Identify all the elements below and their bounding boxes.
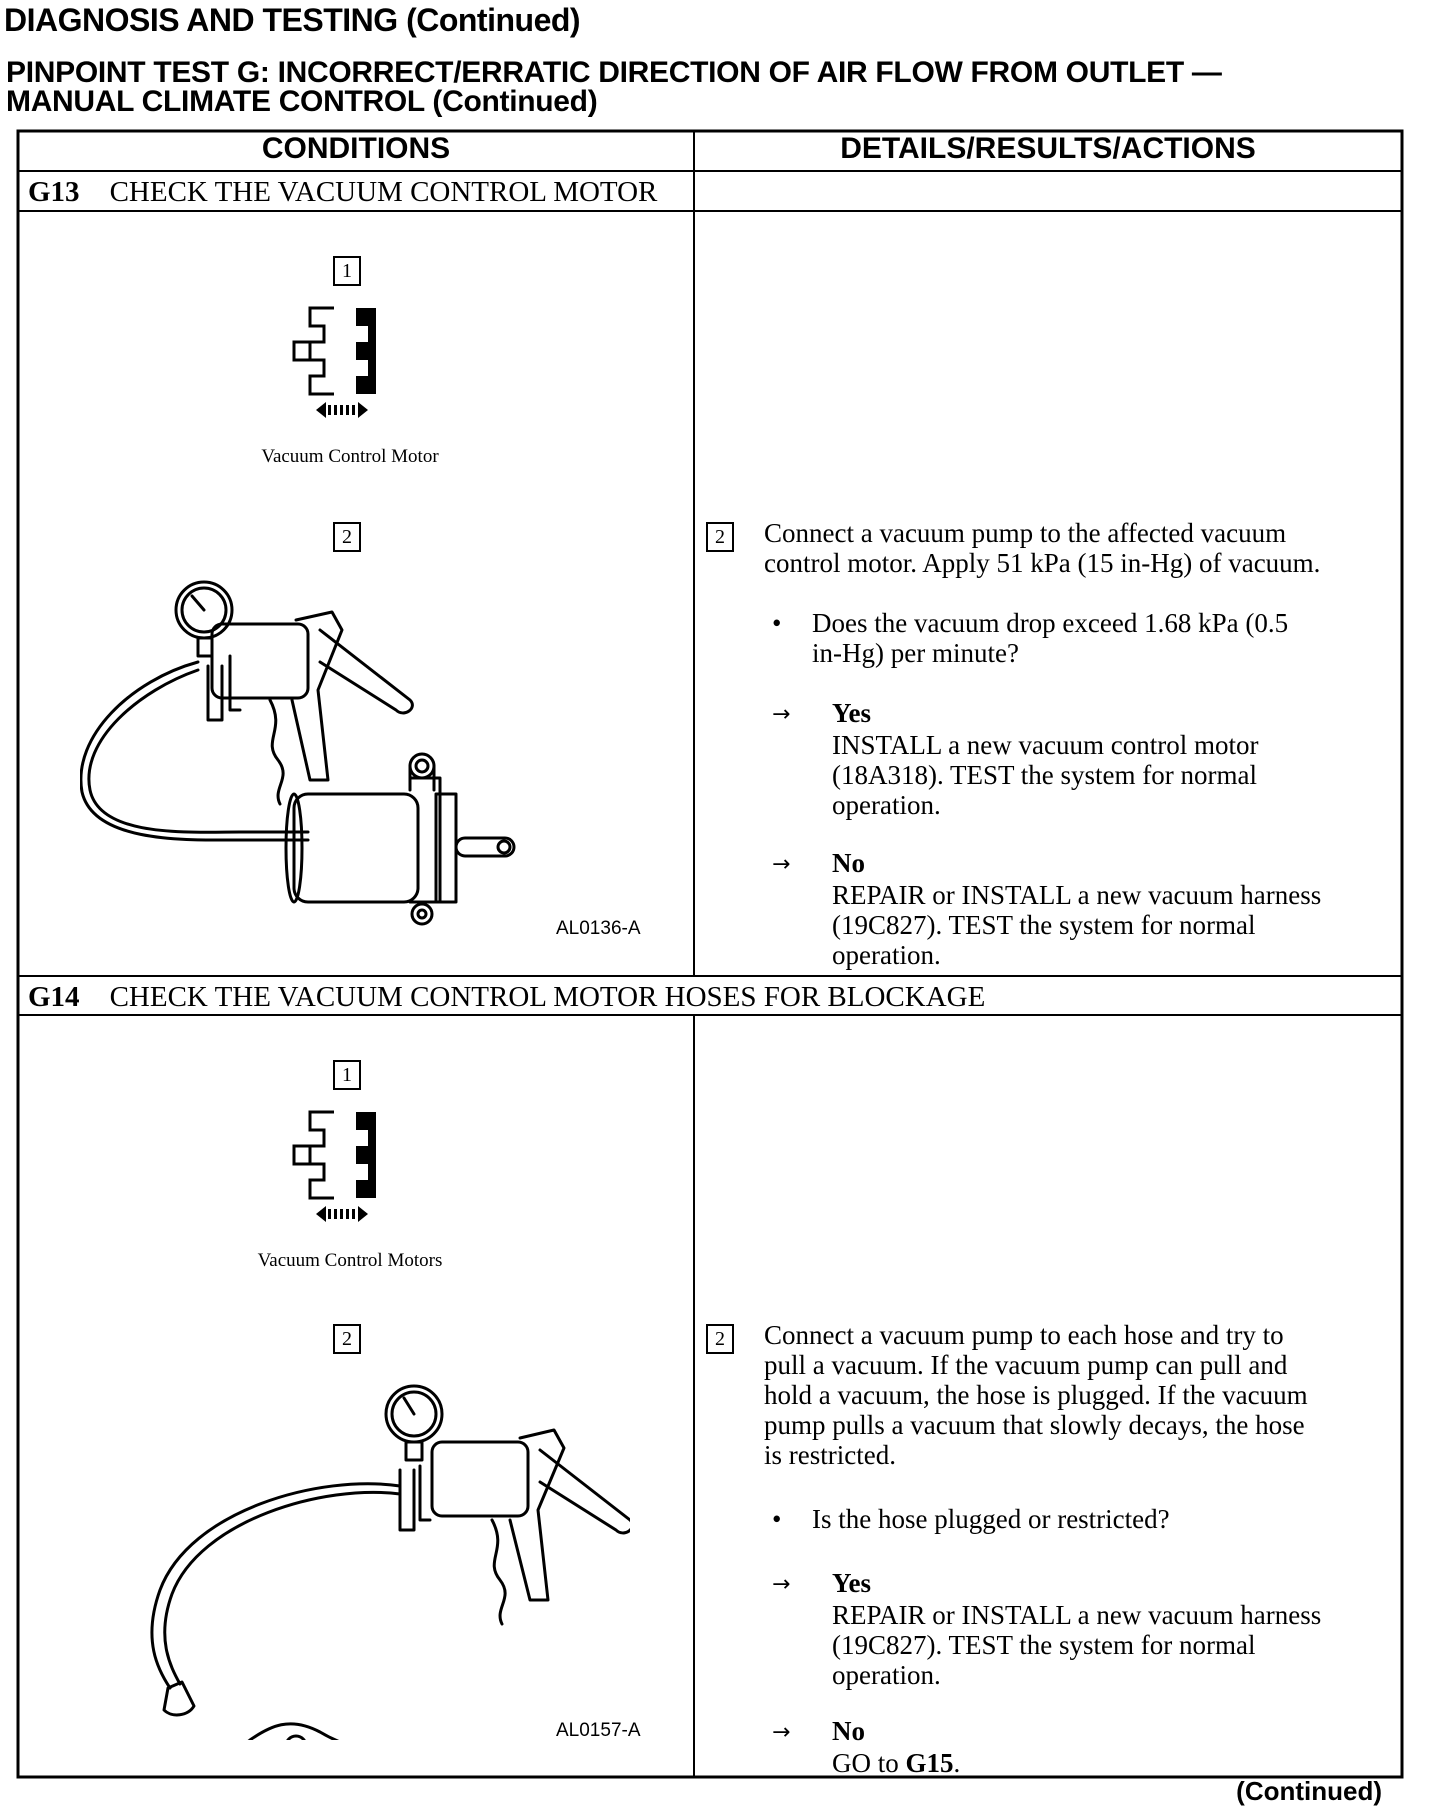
step-2-box: 2 <box>333 522 361 552</box>
action-line: INSTALL a new vacuum control motor <box>832 730 1259 760</box>
section-header-g14: G14 CHECK THE VACUUM CONTROL MOTOR HOSES … <box>28 981 985 1014</box>
action-line: (19C827). TEST the system for normal <box>832 910 1256 940</box>
no-label: No <box>832 1716 865 1746</box>
action-line: operation. <box>832 1660 941 1690</box>
question-text: Does the vacuum drop exceed 1.68 kPa (0.… <box>812 608 1288 668</box>
figure-id: AL0136-A <box>556 918 641 939</box>
no-action-target: G15 <box>905 1748 954 1778</box>
step-2-box: 2 <box>706 522 734 552</box>
connector-icon <box>292 306 376 418</box>
test-title-line-2: MANUAL CLIMATE CONTROL (Continued) <box>6 85 598 118</box>
result-arrow: → <box>772 702 791 727</box>
step-1-caption: Vacuum Control Motor <box>261 446 439 467</box>
instruction-line: Connect a vacuum pump to each hose and t… <box>764 1320 1284 1350</box>
instruction-line: pump pulls a vacuum that slowly decays, … <box>764 1410 1305 1440</box>
continued-footer: (Continued) <box>1236 1776 1382 1806</box>
bullet: • <box>772 1504 782 1534</box>
vacuum-pump-hose-illustration <box>150 1384 630 1740</box>
instruction-line: control motor. Apply 51 kPa (15 in-Hg) o… <box>764 548 1321 578</box>
instruction-text: Connect a vacuum pump to the affected va… <box>764 518 1320 578</box>
no-action: GO to G15. <box>832 1748 960 1778</box>
question-line: Does the vacuum drop exceed 1.68 kPa (0.… <box>812 608 1289 638</box>
vacuum-pump-illustration <box>80 580 516 926</box>
step-2-box: 2 <box>706 1324 734 1354</box>
section-title: CHECK THE VACUUM CONTROL MOTOR HOSES FOR… <box>109 981 986 1013</box>
column-header-conditions: CONDITIONS <box>261 132 451 165</box>
result-arrow: → <box>772 1720 791 1745</box>
question-line: in-Hg) per minute? <box>812 638 1019 668</box>
step-2-box: 2 <box>333 1324 361 1354</box>
action-line: (18A318). TEST the system for normal <box>832 760 1257 790</box>
action-line: REPAIR or INSTALL a new vacuum harness <box>832 880 1322 910</box>
step-1-box: 1 <box>333 256 361 286</box>
instruction-text: Connect a vacuum pump to each hose and t… <box>764 1320 1308 1470</box>
yes-label: Yes <box>832 698 871 728</box>
instruction-line: pull a vacuum. If the vacuum pump can pu… <box>764 1350 1288 1380</box>
action-line: operation. <box>832 940 941 970</box>
section-header-g13: G13 CHECK THE VACUUM CONTROL MOTOR <box>28 176 657 209</box>
section-code: G14 <box>28 981 80 1013</box>
test-title-line-1: PINPOINT TEST G: INCORRECT/ERRATIC DIREC… <box>6 56 1222 89</box>
result-arrow: → <box>772 852 791 877</box>
instruction-line: Connect a vacuum pump to the affected va… <box>764 518 1287 548</box>
yes-action: INSTALL a new vacuum control motor (18A3… <box>832 730 1258 820</box>
connector-icon <box>292 1110 376 1222</box>
step-1-caption: Vacuum Control Motors <box>257 1250 443 1271</box>
no-action-prefix: GO to <box>832 1748 906 1778</box>
test-title: PINPOINT TEST G: INCORRECT/ERRATIC DIREC… <box>6 56 1222 118</box>
action-line: operation. <box>832 790 941 820</box>
no-action-suffix: . <box>953 1748 961 1778</box>
instruction-line: hold a vacuum, the hose is plugged. If t… <box>764 1380 1308 1410</box>
result-arrow: → <box>772 1572 791 1597</box>
section-title: CHECK THE VACUUM CONTROL MOTOR <box>109 176 658 208</box>
no-label: No <box>832 848 865 878</box>
section-code: G13 <box>28 176 80 208</box>
page-title: DIAGNOSIS AND TESTING (Continued) <box>4 2 581 38</box>
no-action: REPAIR or INSTALL a new vacuum harness (… <box>832 880 1321 970</box>
question-text: Is the hose plugged or restricted? <box>812 1504 1170 1534</box>
yes-action: REPAIR or INSTALL a new vacuum harness (… <box>832 1600 1321 1690</box>
action-line: REPAIR or INSTALL a new vacuum harness <box>832 1600 1322 1630</box>
instruction-line: is restricted. <box>764 1440 896 1470</box>
step-1-box: 1 <box>333 1060 361 1090</box>
action-line: (19C827). TEST the system for normal <box>832 1630 1256 1660</box>
column-header-details: DETAILS/RESULTS/ACTIONS <box>840 132 1256 165</box>
bullet: • <box>772 608 782 638</box>
yes-label: Yes <box>832 1568 871 1598</box>
figure-id: AL0157-A <box>556 1720 641 1741</box>
